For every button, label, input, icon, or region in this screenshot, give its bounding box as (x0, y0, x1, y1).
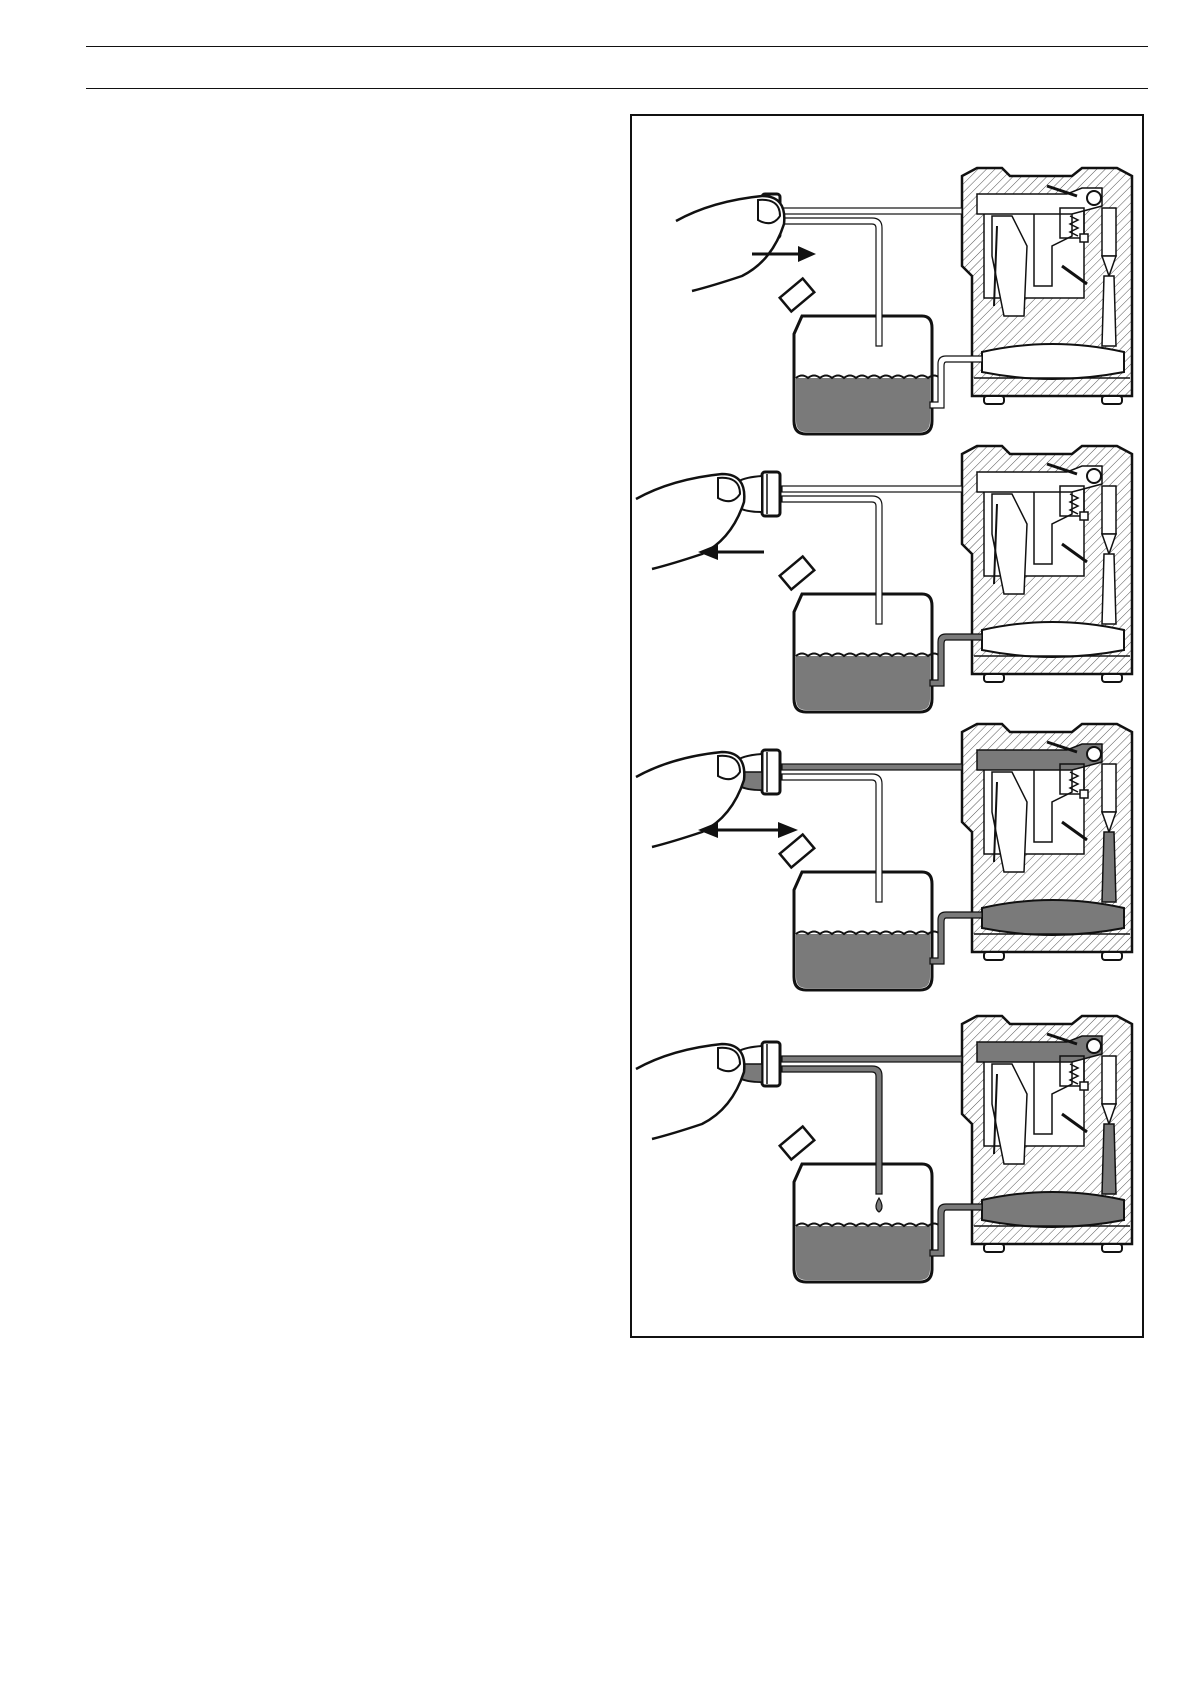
carburetor-body (962, 724, 1132, 960)
fuel-tank (780, 556, 940, 712)
tank-fuel (796, 934, 930, 988)
tank-cap (780, 556, 815, 589)
arrow-repeat-head-right (778, 822, 798, 838)
carburetor-body (962, 446, 1132, 682)
procedure-panel-step-4 (636, 1016, 1132, 1282)
carburetor-body (962, 1016, 1132, 1252)
fuel-tank (780, 278, 940, 434)
arrow-push-head (798, 246, 816, 262)
tank-fuel (796, 1226, 930, 1280)
header-rule-top (86, 46, 1148, 47)
tank-cap (780, 1126, 815, 1159)
priming-procedure-figure (630, 114, 1144, 1338)
fuel-tank (780, 834, 940, 990)
fuel-tank (780, 1126, 940, 1282)
tank-fuel (796, 378, 930, 432)
procedure-panel-step-1 (676, 168, 1132, 434)
header-rule-bottom (86, 88, 1148, 89)
tank-fuel (796, 656, 930, 710)
figure-canvas (632, 116, 1142, 1336)
carburetor-body (962, 168, 1132, 404)
tank-cap (780, 278, 815, 311)
procedure-panel-step-3 (636, 724, 1132, 990)
tank-cap (780, 834, 815, 867)
procedure-panel-step-2 (636, 446, 1132, 712)
